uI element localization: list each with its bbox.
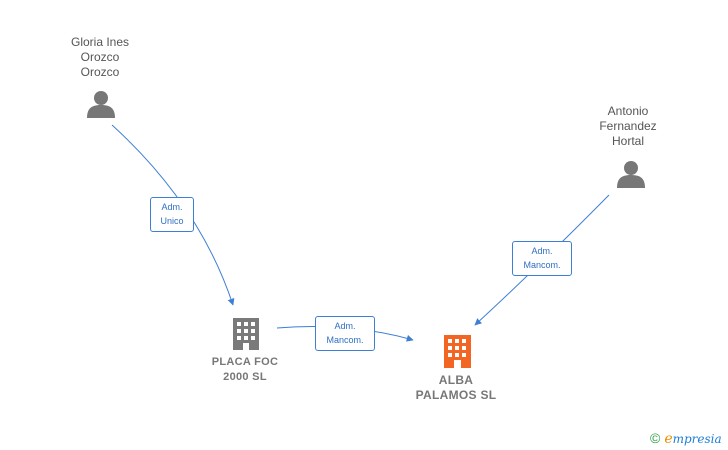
brand-e: e [664,431,673,447]
edge-label-placa-alba: Adm. Mancom. [315,316,375,351]
person-icon[interactable] [617,161,645,188]
brand-logo: ©empresia [650,430,722,447]
edge-role-detail: Mancom. [326,335,364,345]
company-name-alba-palamos[interactable]: ALBA PALAMOS SL [415,373,497,402]
person-name-antonio[interactable]: Antonio Fernandez Hortal [599,104,657,148]
person-name-gloria[interactable]: Gloria Ines Orozco Orozco [70,35,130,79]
edge-role: Adm. [334,321,356,331]
edge-label-antonio-alba: Adm. Mancom. [512,241,572,276]
building-icon[interactable] [444,335,471,368]
person-icon[interactable] [87,91,115,118]
building-icon[interactable] [233,318,259,350]
edge-label-gloria-placa: Adm. Unico [150,197,194,232]
edge-role-detail: Unico [160,216,184,226]
copyright-icon: © [650,430,661,446]
edge-role: Adm. [531,246,553,256]
edge-role-detail: Mancom. [523,260,561,270]
brand-text: mpresia [672,432,722,446]
edge-role: Adm. [161,202,183,212]
company-name-placa-foc[interactable]: PLACA FOC 2000 SL [211,356,279,383]
